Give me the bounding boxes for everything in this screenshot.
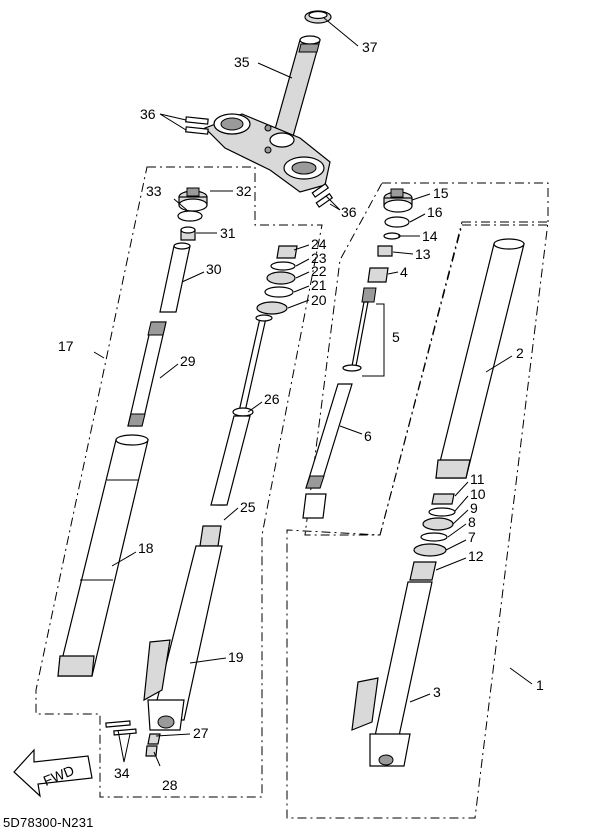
callout-17: 17 [58,338,74,354]
callout-30: 30 [206,261,222,277]
callout-29: 29 [180,353,196,369]
callout-4: 4 [400,264,408,280]
callout-31: 31 [220,225,236,241]
callout-34: 34 [114,765,130,781]
cap-bolt-32 [178,187,208,212]
callout-32: 32 [236,183,252,199]
washer-23 [270,261,296,271]
oil-seal-7 [413,543,447,557]
inner-tube-18 [57,434,149,677]
callout-22: 22 [311,263,327,279]
boundary-damper-assembly [304,182,549,536]
callout-11: 11 [470,471,485,487]
callout-36-right: 36 [341,204,357,220]
o-ring-16 [384,216,410,228]
nut-24 [276,245,298,259]
fork-spring-29 [127,321,167,427]
boundary-right-fork [286,221,549,819]
callout-7: 7 [468,529,476,545]
callout-19: 19 [228,649,244,665]
washer-10 [428,507,456,517]
callout-36-left: 36 [140,106,156,122]
fwd-arrow-icon: FWD [13,748,93,798]
callout-15: 15 [433,185,449,201]
clip-21 [264,286,294,298]
seal-22 [266,271,296,285]
outer-tube-3 [351,581,433,767]
callout-12: 12 [468,548,484,564]
callout-1: 1 [536,677,544,693]
callout-26: 26 [264,391,280,407]
callout-5: 5 [392,329,400,345]
under-bracket [203,113,331,193]
collar-4 [367,267,389,283]
washer-14 [383,232,401,240]
damper-rod-26 [210,314,273,506]
callout-25: 25 [240,499,256,515]
callout-3: 3 [433,684,441,700]
steering-stem-35 [271,10,332,141]
leader-lines [93,17,533,767]
callout-8: 8 [468,514,476,530]
o-ring-33 [177,210,203,222]
callout-28: 28 [162,777,178,793]
callout-14: 14 [422,228,438,244]
pinch-bolts-36-left [185,116,209,135]
callout-6: 6 [364,428,372,444]
nut-13 [377,245,393,257]
callout-20: 20 [311,292,327,308]
nut-31 [180,226,196,241]
callout-35: 35 [234,54,250,70]
callout-16: 16 [427,204,443,220]
callout-23: 23 [311,250,327,266]
callout-27: 27 [193,725,209,741]
spacer-30 [159,242,191,313]
cap-20 [256,301,288,315]
callout-10: 10 [470,486,486,502]
inner-tube-2 [435,238,525,479]
callout-labels: 37 35 36 36 33 32 31 30 17 29 18 24 23 2… [58,39,544,793]
callout-9: 9 [470,500,478,516]
callout-18: 18 [138,540,154,556]
seal-9 [422,517,454,531]
bolts-34 [105,720,137,736]
bushing-12 [409,561,437,581]
callout-37: 37 [362,39,378,55]
spring-adjuster-5 [342,287,377,372]
guide-25 [199,525,222,547]
cartridge-6 [302,383,353,519]
bleeder-27 [147,733,161,745]
damper-parts-20-24 [256,245,298,315]
callout-24: 24 [311,236,327,252]
boundary-left-fork [35,166,323,798]
nut-11 [431,493,455,505]
clip-8 [420,532,448,542]
callout-2: 2 [516,345,524,361]
drawing-code: 5D78300-N231 [3,815,94,830]
pinch-bolts-36-right [311,182,334,208]
callout-13: 13 [415,246,431,262]
callout-33: 33 [146,183,162,199]
outer-tube-19 [143,545,223,731]
cap-bolt-15 [383,188,413,213]
callout-21: 21 [311,277,327,293]
